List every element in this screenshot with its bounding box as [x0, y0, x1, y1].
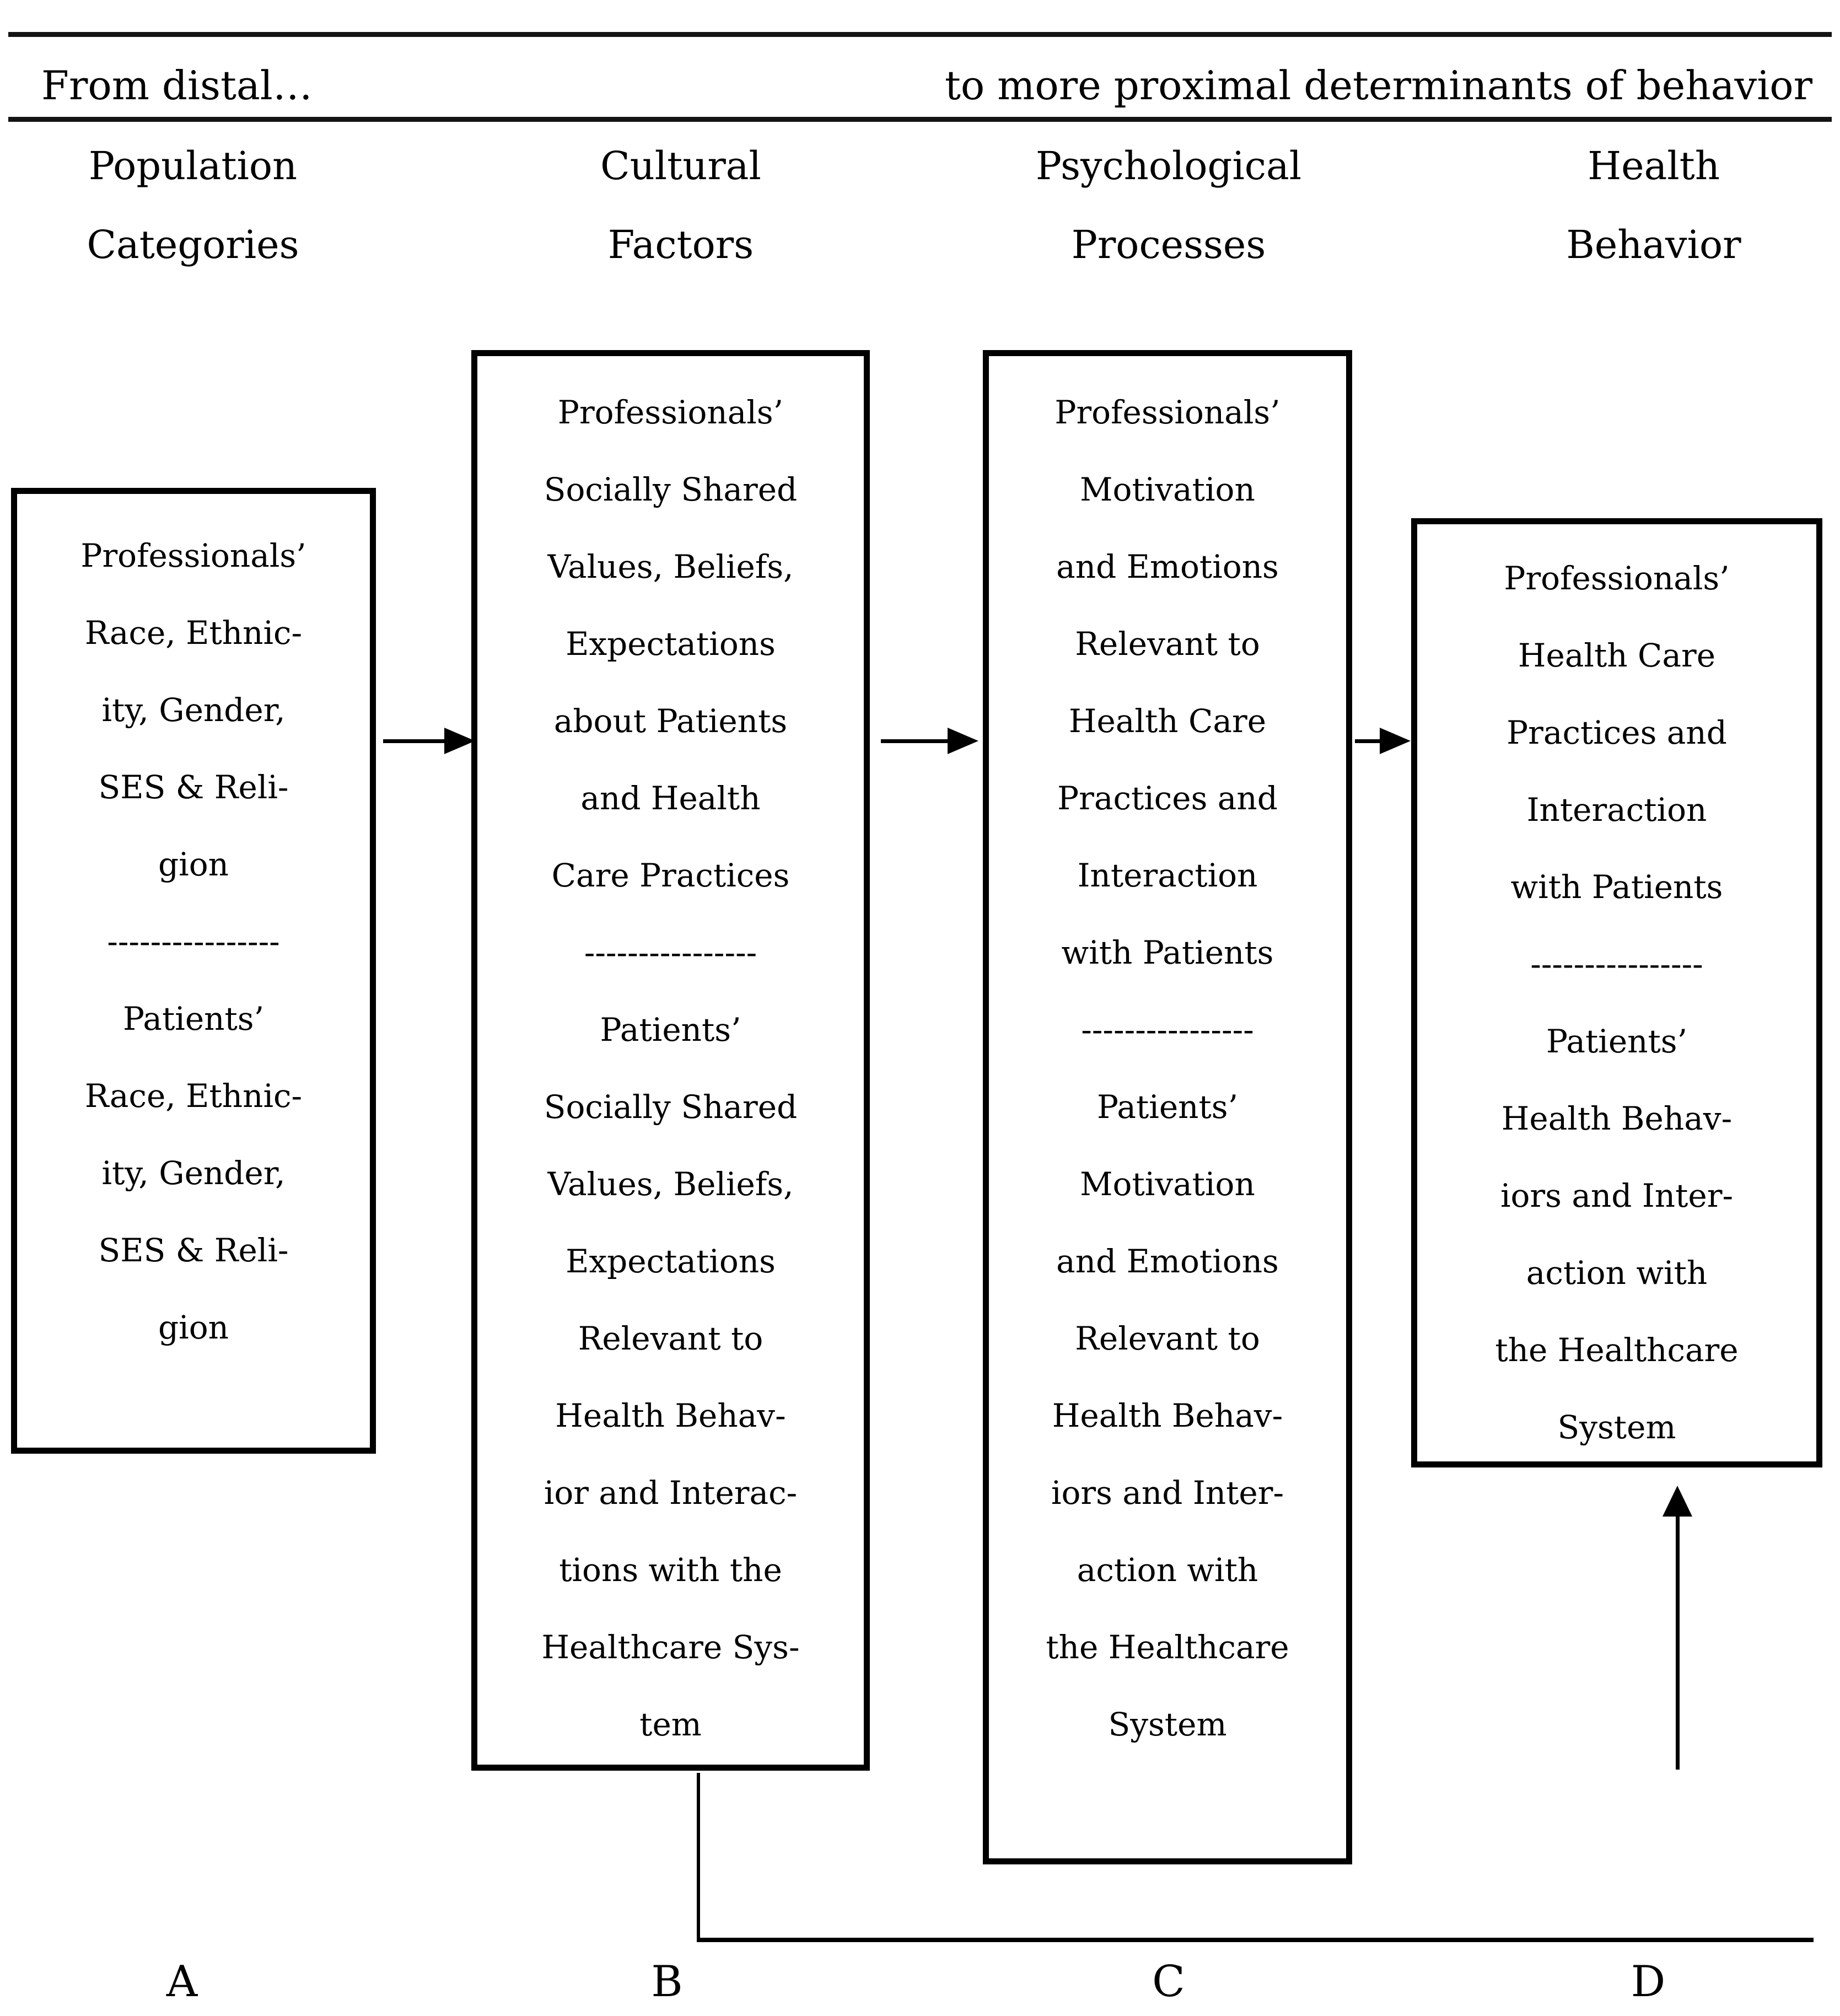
- feedback-line-vertical: [697, 1773, 700, 1942]
- box-text-line: Health Care: [1068, 702, 1267, 740]
- box-text-line: about Patients: [553, 702, 788, 740]
- feedback-arrow-up-shaft: [1676, 1515, 1680, 1770]
- box-text-line: Socially Shared: [544, 1088, 798, 1126]
- box-text-line: Values, Beliefs,: [547, 548, 794, 585]
- box-text-line: System: [1108, 1706, 1227, 1743]
- box-text-line: tem: [639, 1706, 702, 1743]
- box-text-line: Practices and: [1507, 714, 1727, 751]
- box-text-line: Race, Ethnic-: [84, 1077, 303, 1115]
- box-text-line: Relevant to: [1075, 625, 1260, 663]
- box-text-line: Patients’: [600, 1011, 741, 1049]
- column-header-line: Cultural: [600, 143, 761, 189]
- column-header-line: Processes: [1071, 222, 1266, 267]
- box-text-line: System: [1557, 1408, 1676, 1446]
- arrow-c-to-d-shaft: [1355, 739, 1380, 743]
- box-text-line: gion: [158, 1309, 229, 1346]
- column-header-line: Population: [88, 143, 298, 189]
- box-text-line: Professionals’: [1504, 560, 1730, 597]
- box-text-line: Socially Shared: [544, 471, 798, 508]
- box-text-line: Expectations: [566, 625, 776, 663]
- box-text-line: ----------------: [584, 934, 757, 971]
- box-text-line: Professionals’: [557, 394, 784, 431]
- box-text-line: Care Practices: [551, 857, 790, 894]
- box-text-line: Practices and: [1057, 779, 1278, 817]
- box-text-line: Values, Beliefs,: [547, 1165, 794, 1203]
- box-text-line: ior and Interac-: [544, 1474, 798, 1512]
- column-header-psychological-processes: Psychological Processes: [959, 127, 1378, 284]
- box-text-line: ity, Gender,: [101, 1154, 286, 1192]
- box-text-line: iors and Inter-: [1051, 1474, 1284, 1512]
- box-text-line: Healthcare Sys-: [541, 1628, 800, 1666]
- box-text-line: tions with the: [559, 1551, 782, 1589]
- box-text-line: Expectations: [566, 1243, 776, 1280]
- box-text-line: and Health: [580, 779, 761, 817]
- column-header-line: Behavior: [1566, 222, 1741, 267]
- box-text-line: action with: [1077, 1551, 1258, 1589]
- box-text-line: Interaction: [1526, 791, 1707, 829]
- label-c: C: [1152, 1957, 1185, 2007]
- box-text-line: Race, Ethnic-: [84, 614, 303, 652]
- box-text-line: ----------------: [107, 923, 280, 960]
- box-text-line: Health Behav-: [555, 1397, 786, 1434]
- box-text-line: action with: [1526, 1254, 1708, 1292]
- label-b: B: [651, 1957, 683, 2007]
- box-text-line: ----------------: [1530, 945, 1703, 983]
- box-text-line: Professionals’: [1054, 394, 1281, 431]
- box-text-line: Interaction: [1077, 857, 1258, 894]
- box-text-line: Patients’: [1546, 1023, 1688, 1060]
- column-header-population-categories: Population Categories: [0, 127, 402, 284]
- box-text-line: and Emotions: [1056, 548, 1279, 585]
- box-text-line: and Emotions: [1056, 1243, 1279, 1280]
- box-text-line: the Healthcare: [1046, 1628, 1289, 1666]
- box-text-line: SES & Reli-: [98, 768, 289, 806]
- column-header-health-behavior: Health Behavior: [1444, 127, 1840, 284]
- box-text-line: iors and Inter-: [1500, 1177, 1734, 1214]
- column-header-cultural-factors: Cultural Factors: [471, 127, 890, 284]
- box-text-line: Professionals’: [80, 537, 306, 574]
- arrow-b-to-c-shaft: [881, 739, 948, 743]
- header-right-label: to more proximal determinants of behavio…: [944, 62, 1812, 109]
- header-left-label: From distal…: [41, 62, 313, 109]
- box-text-line: Patients’: [1096, 1088, 1239, 1126]
- column-header-line: Health: [1588, 143, 1720, 189]
- box-text-line: Motivation: [1080, 1165, 1255, 1203]
- box-text-line: Health Care: [1518, 637, 1716, 674]
- feedback-arrow-up-head: [1663, 1486, 1692, 1517]
- header-rule-bottom: [8, 117, 1832, 122]
- column-header-line: Factors: [607, 222, 754, 267]
- box-text-line: Patients’: [122, 1000, 265, 1037]
- box-text-line: Health Behav-: [1501, 1100, 1733, 1137]
- arrow-c-to-d-head: [1380, 728, 1411, 754]
- arrow-a-to-b-head: [444, 728, 475, 754]
- arrow-b-to-c-head: [948, 728, 978, 754]
- feedback-line-horizontal: [697, 1938, 1814, 1942]
- box-text-line: Motivation: [1080, 471, 1255, 508]
- arrow-a-to-b-shaft: [383, 739, 445, 743]
- column-header-line: Categories: [87, 222, 299, 267]
- label-d: D: [1631, 1957, 1666, 2007]
- box-text-line: Relevant to: [578, 1320, 763, 1357]
- box-text-line: Relevant to: [1075, 1320, 1260, 1357]
- box-text-line: Health Behav-: [1052, 1397, 1283, 1434]
- box-text-line: ity, Gender,: [101, 691, 286, 729]
- box-text-line: ----------------: [1081, 1011, 1254, 1049]
- box-text-line: SES & Reli-: [98, 1232, 289, 1269]
- label-a: A: [166, 1957, 198, 2007]
- box-text-line: gion: [158, 846, 229, 883]
- box-text-line: the Healthcare: [1495, 1331, 1739, 1369]
- header-rule-top: [8, 32, 1832, 37]
- box-text-line: with Patients: [1061, 934, 1274, 971]
- box-population-categories: Professionals’ Race, Ethnic-ity, Gender, S…: [11, 488, 376, 1454]
- column-header-line: Psychological: [1035, 143, 1302, 189]
- box-text-line: with Patients: [1510, 868, 1723, 906]
